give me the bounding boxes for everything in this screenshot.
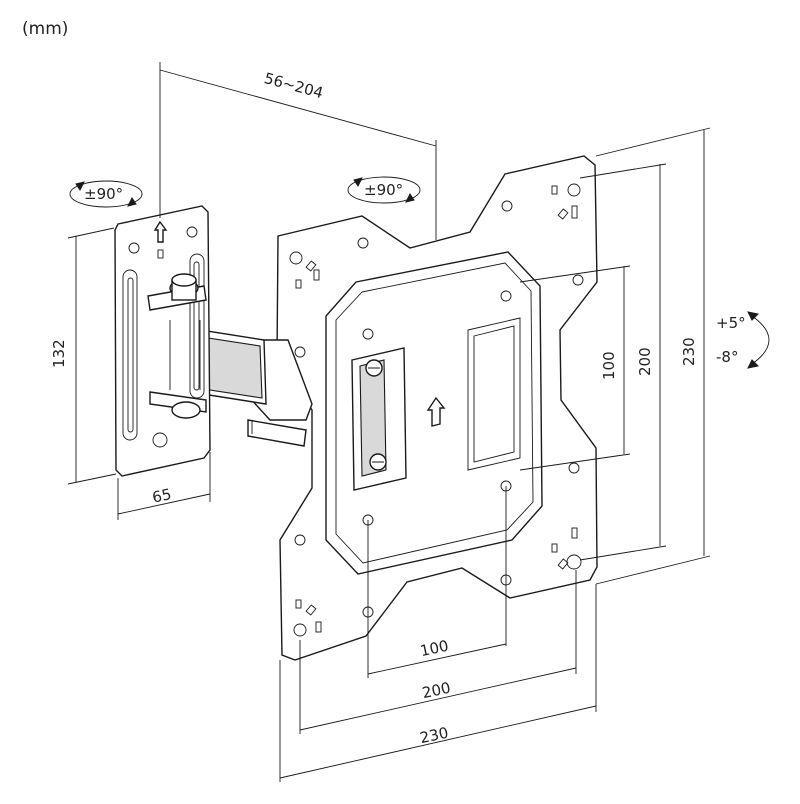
vesa-plate xyxy=(276,155,598,661)
plate-rotation-label: ±90° xyxy=(364,181,403,199)
dimension-lines xyxy=(67,62,711,782)
vesa-mid-horizontal-label: 200 xyxy=(420,679,452,703)
tilt-up-label: +5° xyxy=(716,314,746,332)
plate-rotation-icon xyxy=(347,176,421,204)
wall-plate-height-label: 132 xyxy=(50,339,68,368)
wall-swivel-icon xyxy=(69,180,143,208)
up-arrow-icon xyxy=(426,396,446,427)
vesa-outer-vertical-label: 230 xyxy=(680,337,698,366)
mounting-holes xyxy=(289,183,584,637)
tilt-down-label: -8° xyxy=(716,348,738,366)
wall-arrow-icon xyxy=(153,220,168,243)
vesa-inner-horizontal-label: 100 xyxy=(418,637,450,661)
arm-extension-label: 56~204 xyxy=(262,69,325,102)
wall-plate-width-label: 65 xyxy=(151,485,173,507)
wall-plate xyxy=(114,205,211,477)
vesa-mid-vertical-label: 200 xyxy=(636,347,654,376)
wall-swivel-label: ±90° xyxy=(84,185,123,203)
vesa-outer-horizontal-label: 230 xyxy=(418,724,450,748)
vesa-inner-vertical-label: 100 xyxy=(600,351,618,380)
tilt-icon xyxy=(747,311,770,369)
units-label: (mm) xyxy=(22,19,68,39)
